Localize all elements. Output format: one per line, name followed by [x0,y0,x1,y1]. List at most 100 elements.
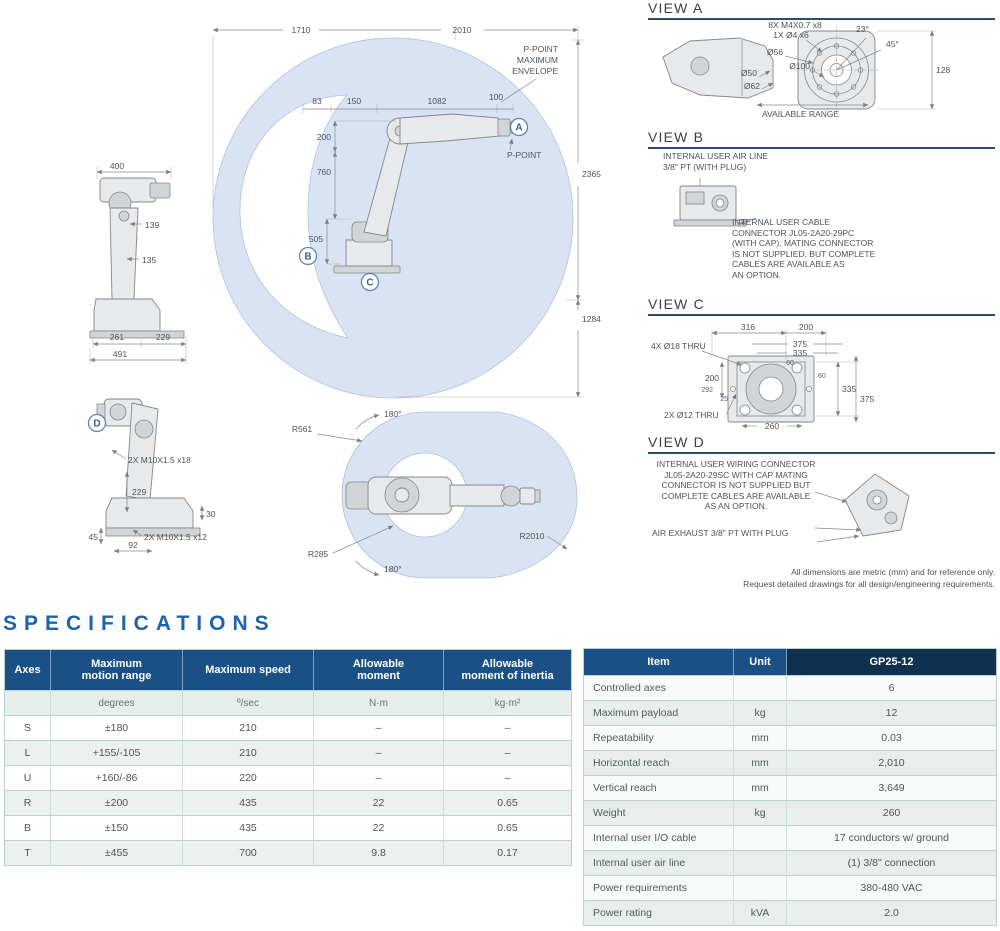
dim-260: 260 [765,421,779,431]
dim-100: 100 [489,92,503,102]
value-cell: 700 [183,840,314,865]
bolt-pattern-note: 8X M4X0.7 x8 [768,20,822,30]
specifications-title: SPECIFICATIONS [3,612,276,635]
value-cell: 2,010 [787,750,996,775]
axis-cell: L [5,740,51,765]
view-label-a-text: A [515,123,522,134]
dim-335-top: 335 [793,348,807,358]
value-cell: 0.65 [444,815,571,840]
spec-row-horizontal-reach: Horizontal reach mm 2,010 [584,750,996,775]
angle-45: 45° [886,39,899,49]
unit-cell: N·m [314,690,444,715]
value-cell: 12 [787,700,996,725]
envelope-dimensions: 1710 2010 2365 1284 83 150 1082 100 200 … [212,25,601,398]
unit-cell [734,850,787,875]
dowel-pin-note: 1X Ø4 x6 [773,30,809,40]
dim-180-bottom: 180° [384,564,402,574]
view-d-drawing [815,473,910,543]
value-cell: 260 [787,800,996,825]
p-point-envelope-note-line1: P-POINT [524,44,558,54]
col-header-allowable-moment: Allowable moment [314,650,444,690]
view-a-title: VIEW A [648,0,995,20]
col-header-moment-inertia: Allowable moment of inertia [444,650,571,690]
dia-56: Ø56 [767,47,783,57]
item-cell: Controlled axes [584,675,734,700]
bolt-note-top: 2X M10X1.5 x18 [128,455,191,465]
view-label-d: D [87,413,107,433]
hole-note-12: 2X Ø12 THRU [664,410,719,420]
item-cell: Power requirements [584,875,734,900]
view-a-dimensions: 8X M4X0.7 x8 1X Ø4 x6 23° 45° Ø56 Ø100 Ø… [741,20,951,119]
view-b-title: VIEW B [648,129,995,149]
value-cell: 0.17 [444,840,571,865]
view-label-b-text: B [304,252,311,263]
axis-row-r: R ±200 435 22 0.65 [5,790,571,815]
dim-261: 261 [110,332,124,342]
value-cell: 0.03 [787,725,996,750]
unit-cell [734,675,787,700]
value-cell: – [444,715,571,740]
dim-229-mount: 229 [132,487,146,497]
dia-100: Ø100 [789,61,810,71]
spec-row-air-line: Internal user air line (1) 3/8" connecti… [584,850,996,875]
disclaimer: All dimensions are metric (mm) and for r… [555,566,995,590]
rotation-envelope-top-view [341,411,578,579]
dim-505: 505 [309,234,323,244]
hole-note-18: 4X Ø18 THRU [651,341,706,351]
axis-cell: B [5,815,51,840]
axis-cell: R [5,790,51,815]
value-cell: 6 [787,675,996,700]
robot-mount-view [96,398,201,537]
item-cell: Power rating [584,900,734,925]
angle-23: 23° [856,24,869,34]
dim-139: 139 [145,220,159,230]
dim-25: 25 [720,396,728,403]
dim-150: 150 [347,96,361,106]
view-label-d-text: D [93,419,100,430]
radius-2010: R2010 [519,531,544,541]
spec-row-vertical-reach: Vertical reach mm 3,649 [584,775,996,800]
axis-cell: S [5,715,51,740]
dim-400: 400 [110,161,124,171]
item-cell: Internal user air line [584,850,734,875]
axis-cell: T [5,840,51,865]
model-header-row: Item Unit GP25-12 [584,649,996,675]
dim-1710: 1710 [292,25,311,35]
value-cell: 9.8 [314,840,444,865]
unit-cell [734,875,787,900]
wrist-profile [662,37,774,99]
view-b-drawing [673,178,757,227]
view-label-c: C [360,272,380,292]
view-a-drawing: 8X M4X0.7 x8 1X Ø4 x6 23° 45° Ø56 Ø100 Ø… [662,20,951,119]
value-cell: +160/-86 [51,765,183,790]
top-view-dimensions: 180° 180° R561 R285 R2010 [292,409,568,577]
spec-row-repeatability: Repeatability mm 0.03 [584,725,996,750]
value-cell: 220 [183,765,314,790]
wiring-connector-note: INTERNAL USER WIRING CONNECTOR JL05-2A20… [656,459,816,511]
axis-row-l: L +155/-105 210 – – [5,740,571,765]
units-row: degrees º/sec N·m kg·m² [5,690,571,715]
axes-header-row: Axes Maximum motion range Maximum speed … [5,650,571,690]
unit-cell: kg·m² [444,690,571,715]
air-exhaust-note: AIR EXHAUST 3/8" PT WITH PLUG [652,528,789,538]
view-c-drawing: 316 200 375 335 60 4X Ø18 THRU 200 292 2… [651,322,874,431]
work-envelope [212,37,574,399]
value-cell: – [444,740,571,765]
air-line-note: INTERNAL USER AIR LINE 3/8" PT (WITH PLU… [663,151,769,172]
value-cell: 22 [314,790,444,815]
unit-cell [5,690,51,715]
spec-row-controlled-axes: Controlled axes 6 [584,675,996,700]
mount-view-dimensions: 2X M10X1.5 x18 229 30 45 92 2X M10X1.5 x… [89,449,216,554]
value-cell: 17 conductors w/ ground [787,825,996,850]
model-spec-table: Item Unit GP25-12 Controlled axes 6 Maxi… [583,648,997,926]
item-cell: Repeatability [584,725,734,750]
view-c-dimensions: 316 200 375 335 60 4X Ø18 THRU 200 292 2… [651,322,874,431]
dim-292: 292 [701,387,713,394]
bolt-note-bottom: 2X M10X1.5 x12 [144,532,207,542]
spec-row-io-cable: Internal user I/O cable 17 conductors w/… [584,825,996,850]
dimension-diagrams: 1710 2010 2365 1284 83 150 1082 100 200 … [87,25,601,579]
base-plate [727,355,815,423]
dia-50: Ø50 [741,68,757,78]
value-cell: +155/-105 [51,740,183,765]
dim-491: 491 [113,349,127,359]
